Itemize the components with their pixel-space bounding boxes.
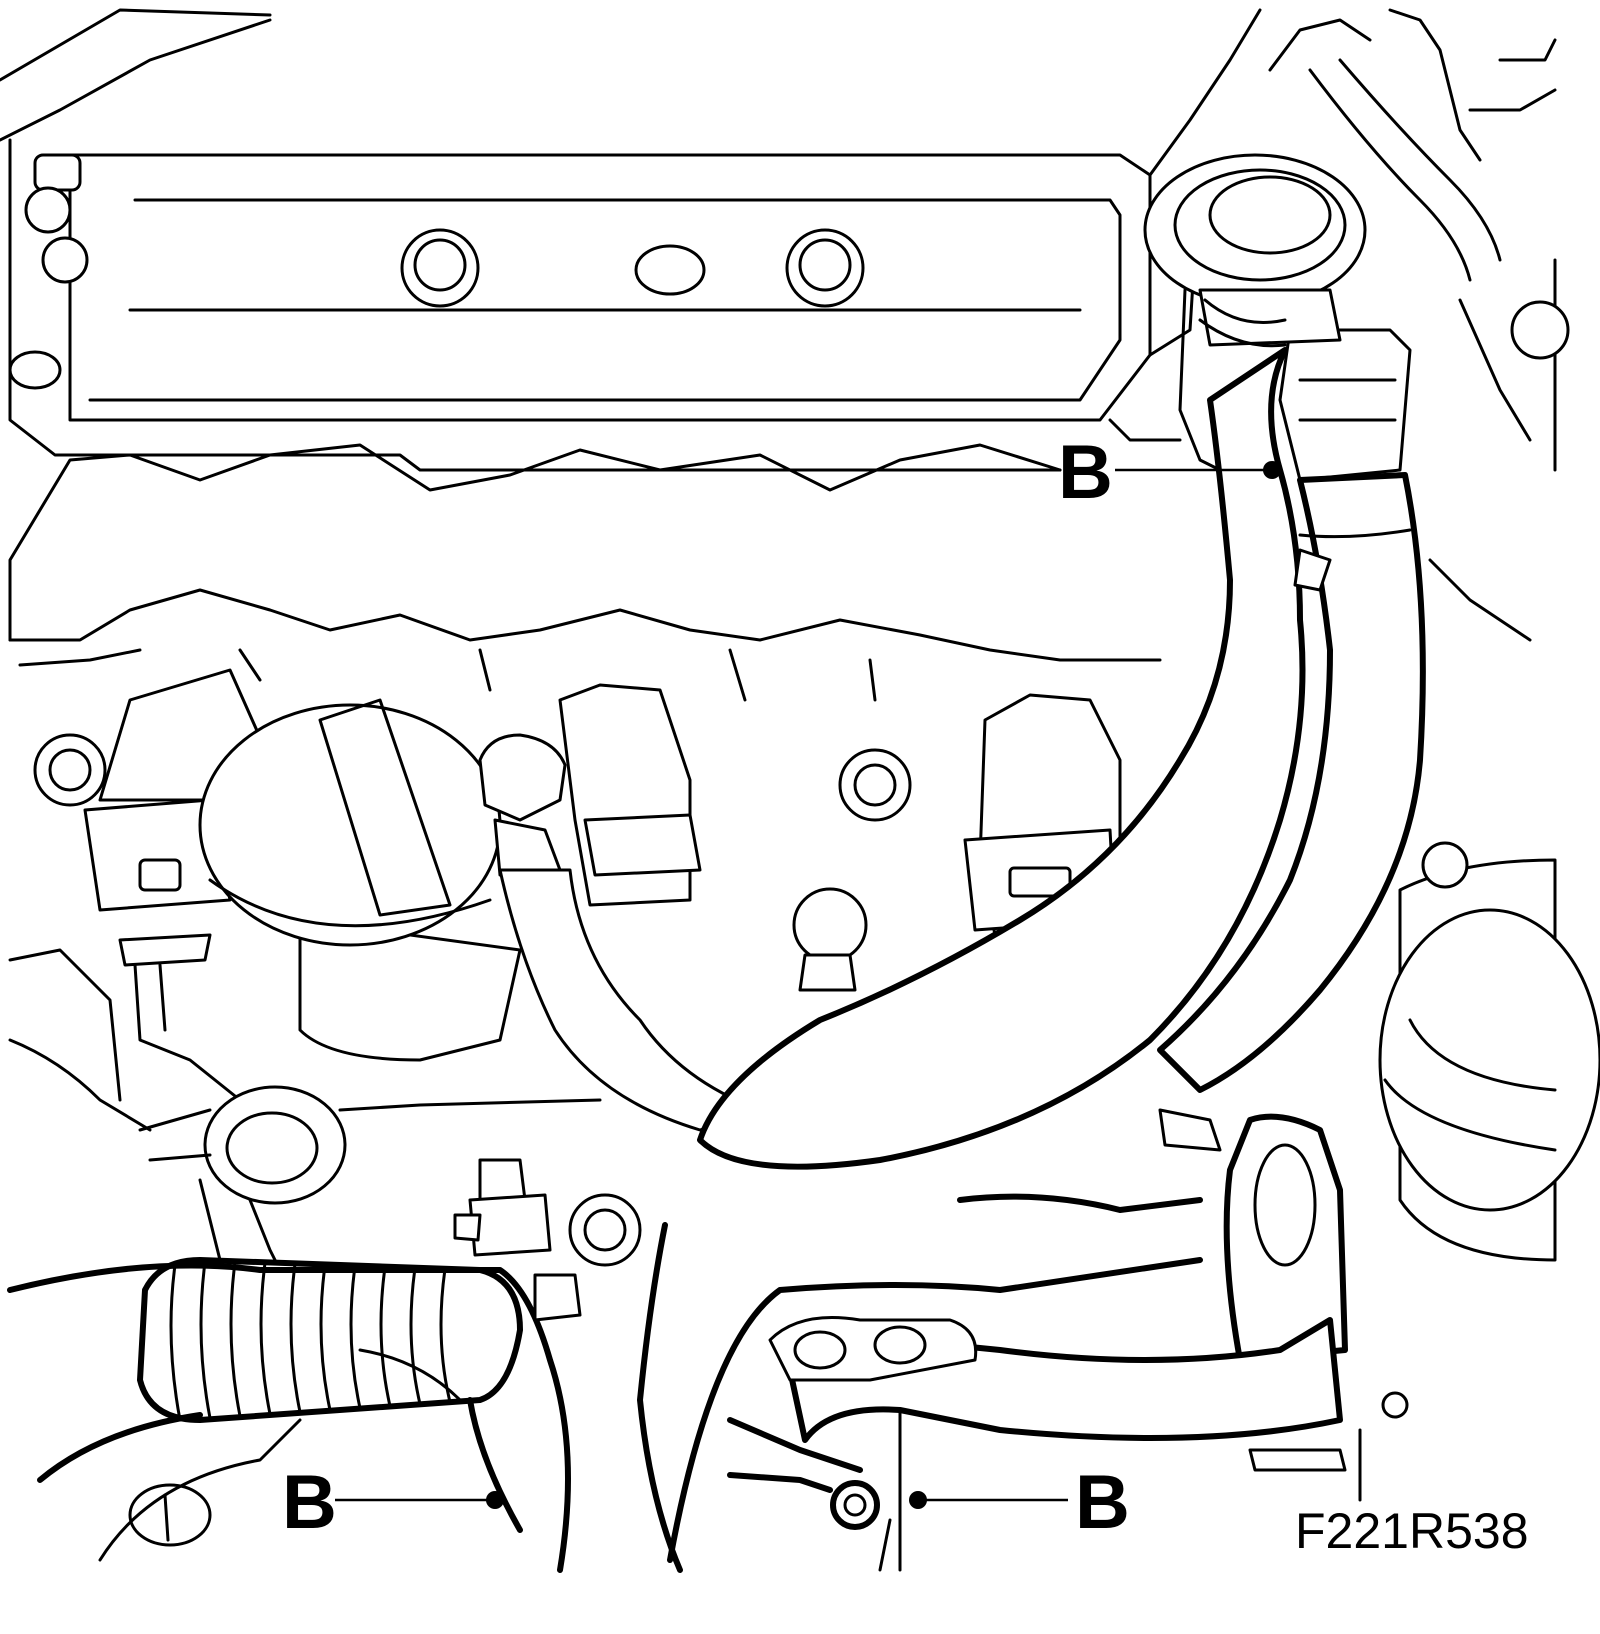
lower-right-details [878,1391,1409,1572]
bottom-left-parts [98,1348,462,1562]
cover-plug-center [634,244,706,296]
lower-bolt [727,1472,880,1530]
callout-letter: B [1058,430,1113,515]
ignition-coil-2 [558,683,702,907]
wiring-harness [7,1193,1203,1573]
callout-letter: B [282,1460,337,1545]
lower-pipe [768,1316,1343,1443]
lower-connectors [453,1158,582,1322]
cover-edge-bolts [8,153,89,390]
callout-b-bottom-left: B [282,1460,504,1545]
upper-right-pipework [1268,8,1570,642]
breather-connector [478,733,762,1132]
figure-id-label: F221R538 [1295,1503,1529,1559]
mounting-bracket [1158,1108,1348,1363]
callout-b-top-right: B [1058,430,1281,515]
coil-bolts [33,733,912,1267]
callout-letter: B [1075,1460,1130,1545]
cover-bolt-left [400,228,480,308]
right-pulley [1378,841,1600,1262]
oil-filler-cap [198,698,522,1062]
pcv-housing [1143,153,1367,472]
cover-bolt-right [785,228,865,308]
breather-hose-main [697,328,1426,1170]
corrugated-hose [137,1257,523,1423]
valve-cover [0,8,1262,472]
callout-b-bottom-center: B [909,1460,1130,1545]
seal-ring [203,1085,347,1205]
lower-cover [8,443,1162,702]
